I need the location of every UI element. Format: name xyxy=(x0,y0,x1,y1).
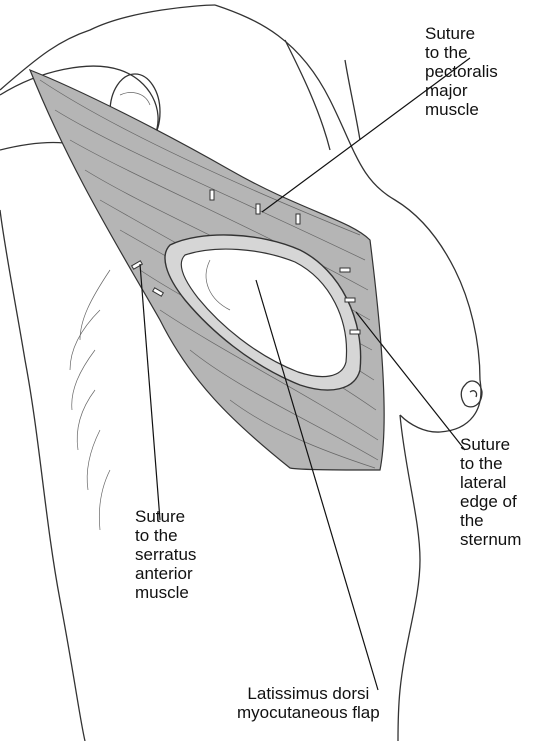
label-suture-pectoralis: Suture to the pectoralis major muscle xyxy=(425,24,498,119)
label-suture-serratus: Suture to the serratus anterior muscle xyxy=(135,507,196,602)
label-latissimus-flap: Latissimus dorsi myocutaneous flap xyxy=(237,684,380,722)
rib-lines xyxy=(70,270,110,530)
label-suture-sternum: Suture to the lateral edge of the sternu… xyxy=(460,435,521,549)
